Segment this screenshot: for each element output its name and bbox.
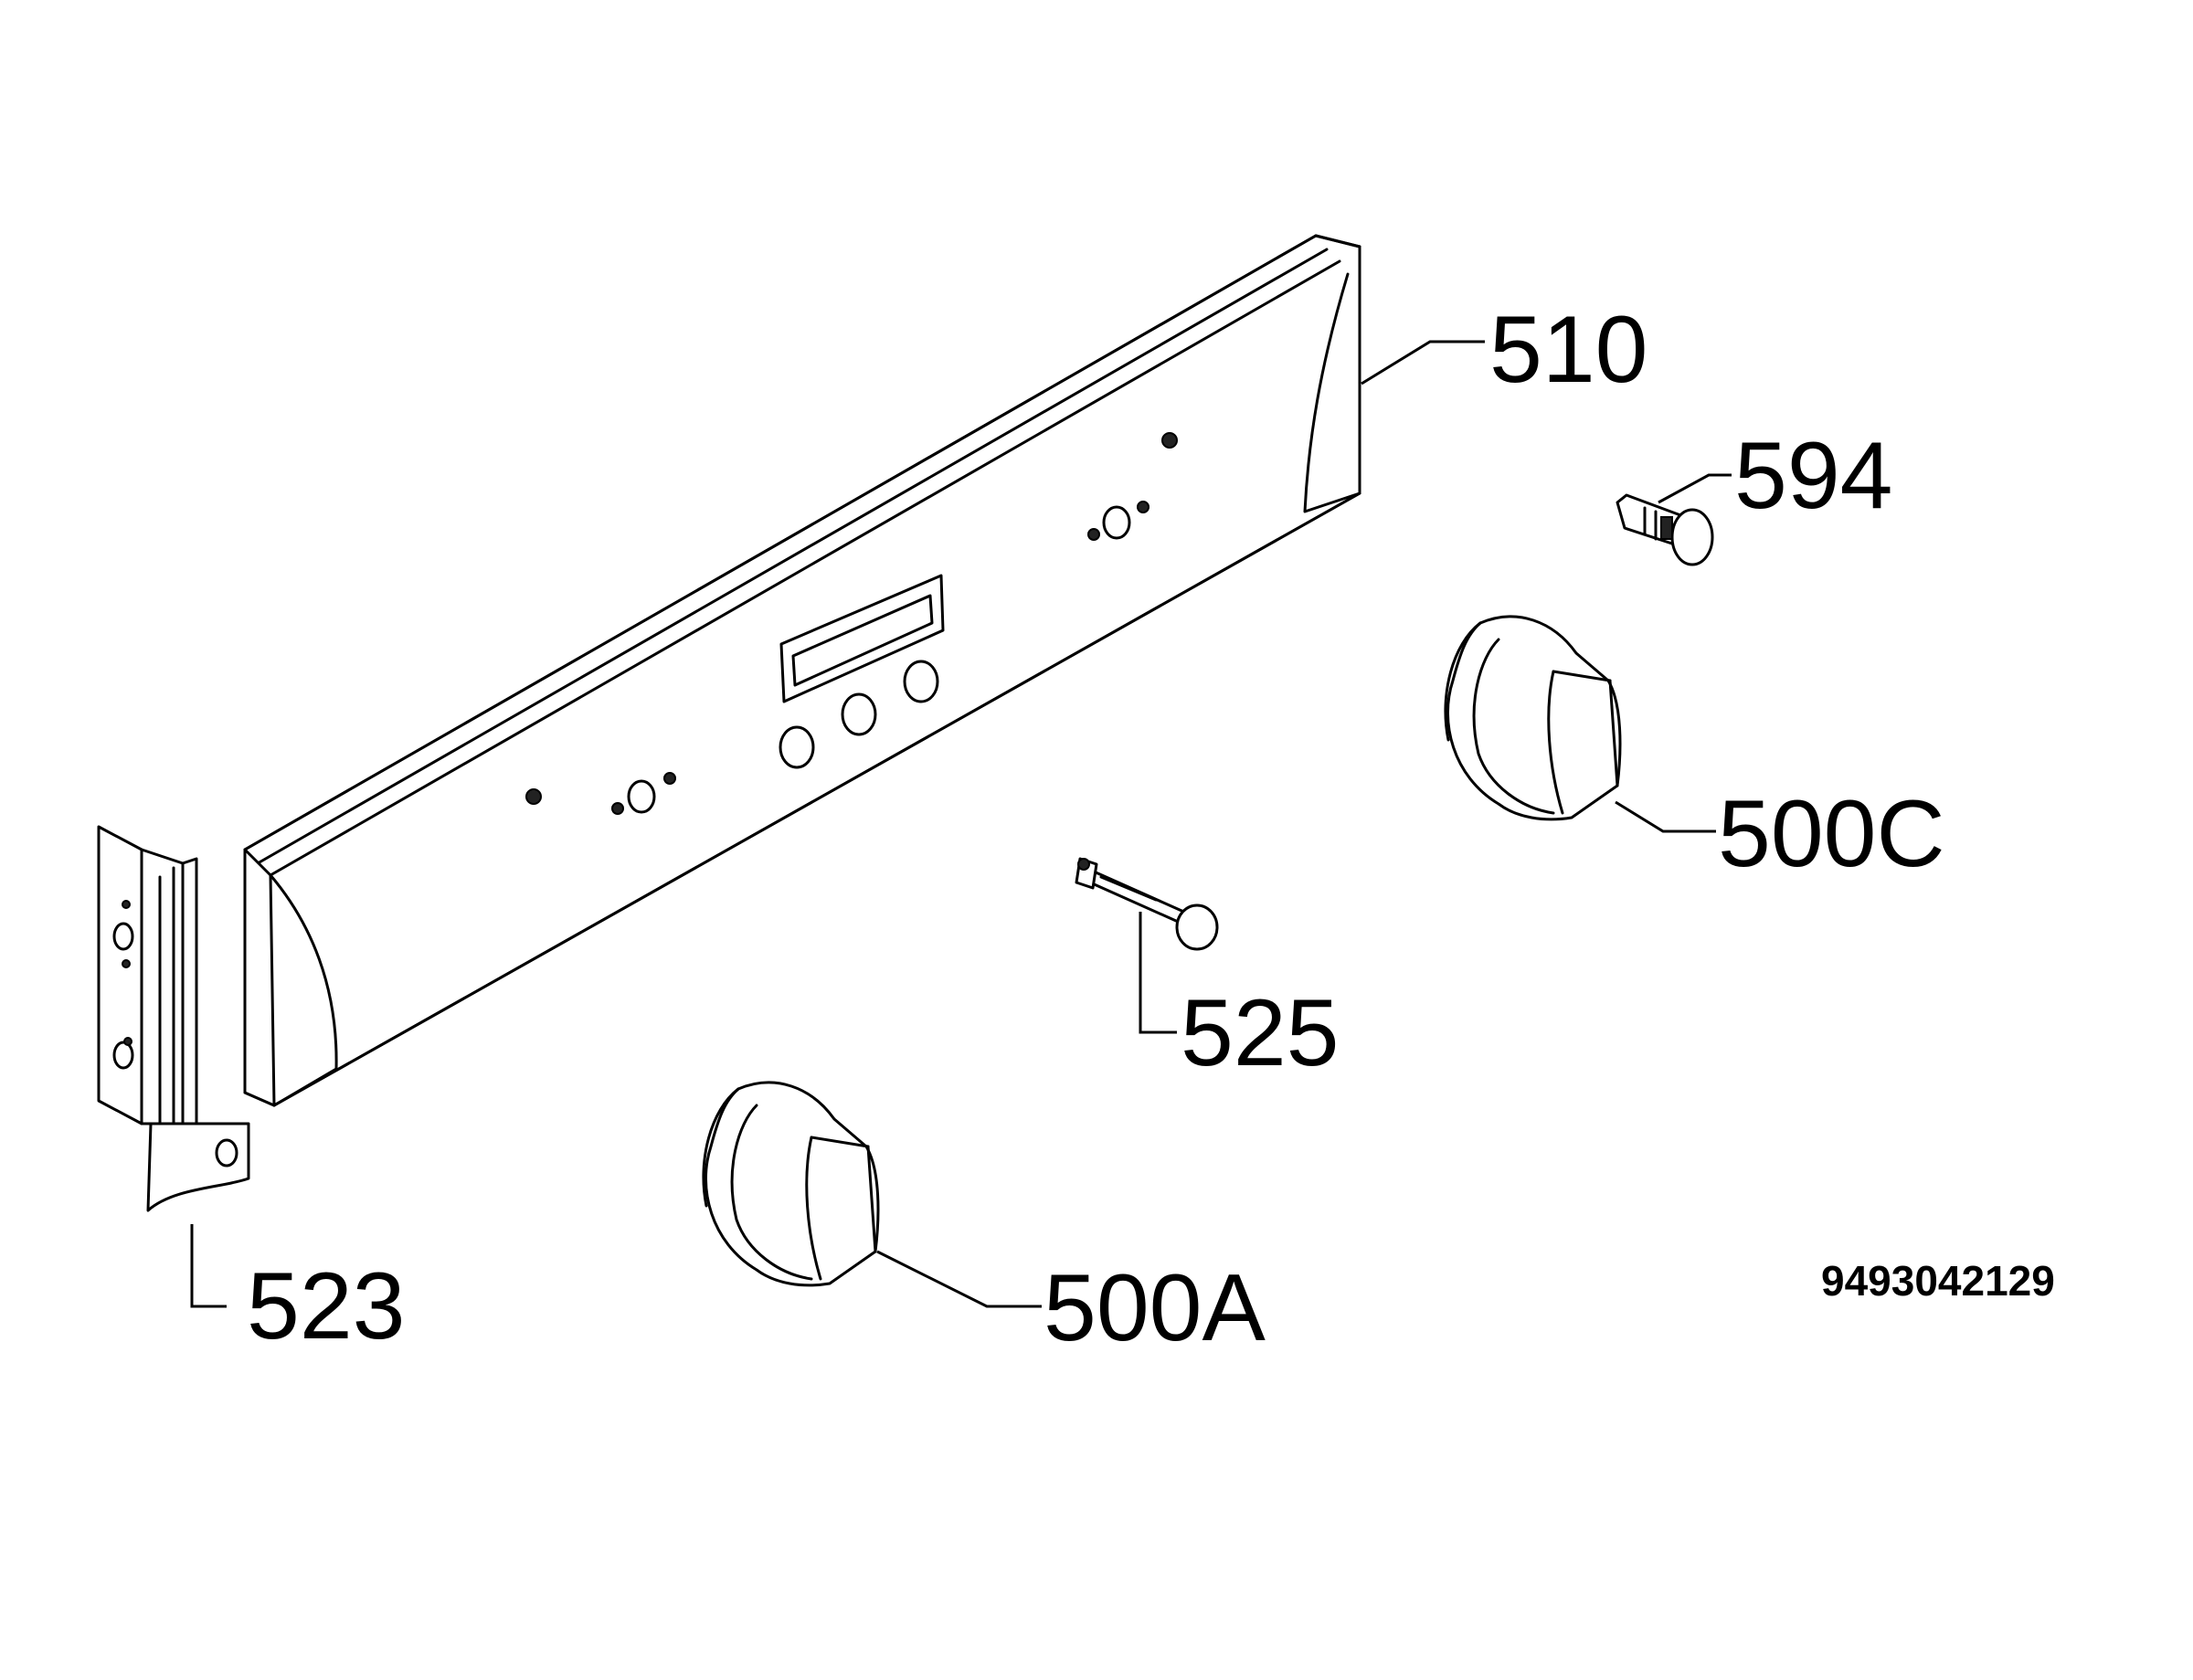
callout-594: 594 [1734, 423, 1893, 529]
control-panel-510 [243, 234, 1485, 1107]
callout-500c: 500C [1718, 781, 1945, 887]
control-knob-500a [702, 1081, 1042, 1308]
push-rod-525 [1075, 857, 1219, 1034]
callout-510: 510 [1489, 297, 1648, 403]
callout-525: 525 [1181, 980, 1340, 1086]
side-bracket-523 [97, 825, 250, 1308]
control-knob-500c [1444, 615, 1716, 833]
drawing-number: 9493042129 [1821, 1257, 2055, 1305]
callout-523: 523 [247, 1253, 406, 1359]
indicator-lens-594 [1616, 473, 1732, 566]
callout-500a: 500A [1044, 1255, 1266, 1361]
